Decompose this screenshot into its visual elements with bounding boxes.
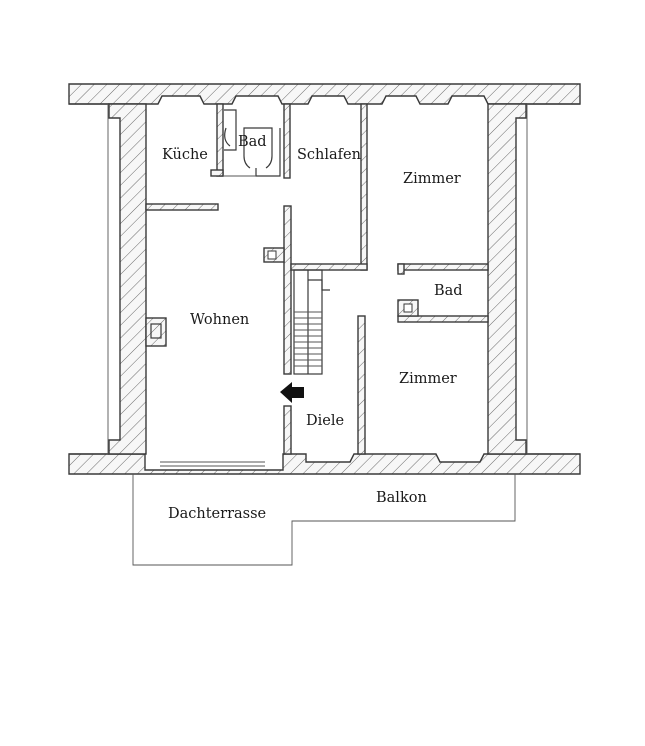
room-label-diele: Diele xyxy=(306,413,344,429)
bathroom-fixtures xyxy=(224,109,281,177)
interior-walls xyxy=(145,103,489,455)
outdoor-label-dachterrasse: Dachterrasse xyxy=(168,506,266,522)
room-label-wohnen: Wohnen xyxy=(190,312,249,328)
entrance-arrow-icon xyxy=(280,382,304,403)
room-label-kueche: Küche xyxy=(162,147,208,163)
exterior-walls xyxy=(68,83,581,475)
room-label-zimmer-bottom: Zimmer xyxy=(399,371,457,387)
room-label-schlafen: Schlafen xyxy=(297,147,361,163)
room-label-bad-right: Bad xyxy=(434,283,463,299)
room-label-zimmer-top: Zimmer xyxy=(403,171,461,187)
outdoor-outline xyxy=(132,474,516,566)
window-openings xyxy=(69,103,580,467)
staircase xyxy=(293,269,330,375)
room-label-bad-top: Bad xyxy=(238,134,267,150)
outdoor-label-balkon: Balkon xyxy=(376,490,427,506)
